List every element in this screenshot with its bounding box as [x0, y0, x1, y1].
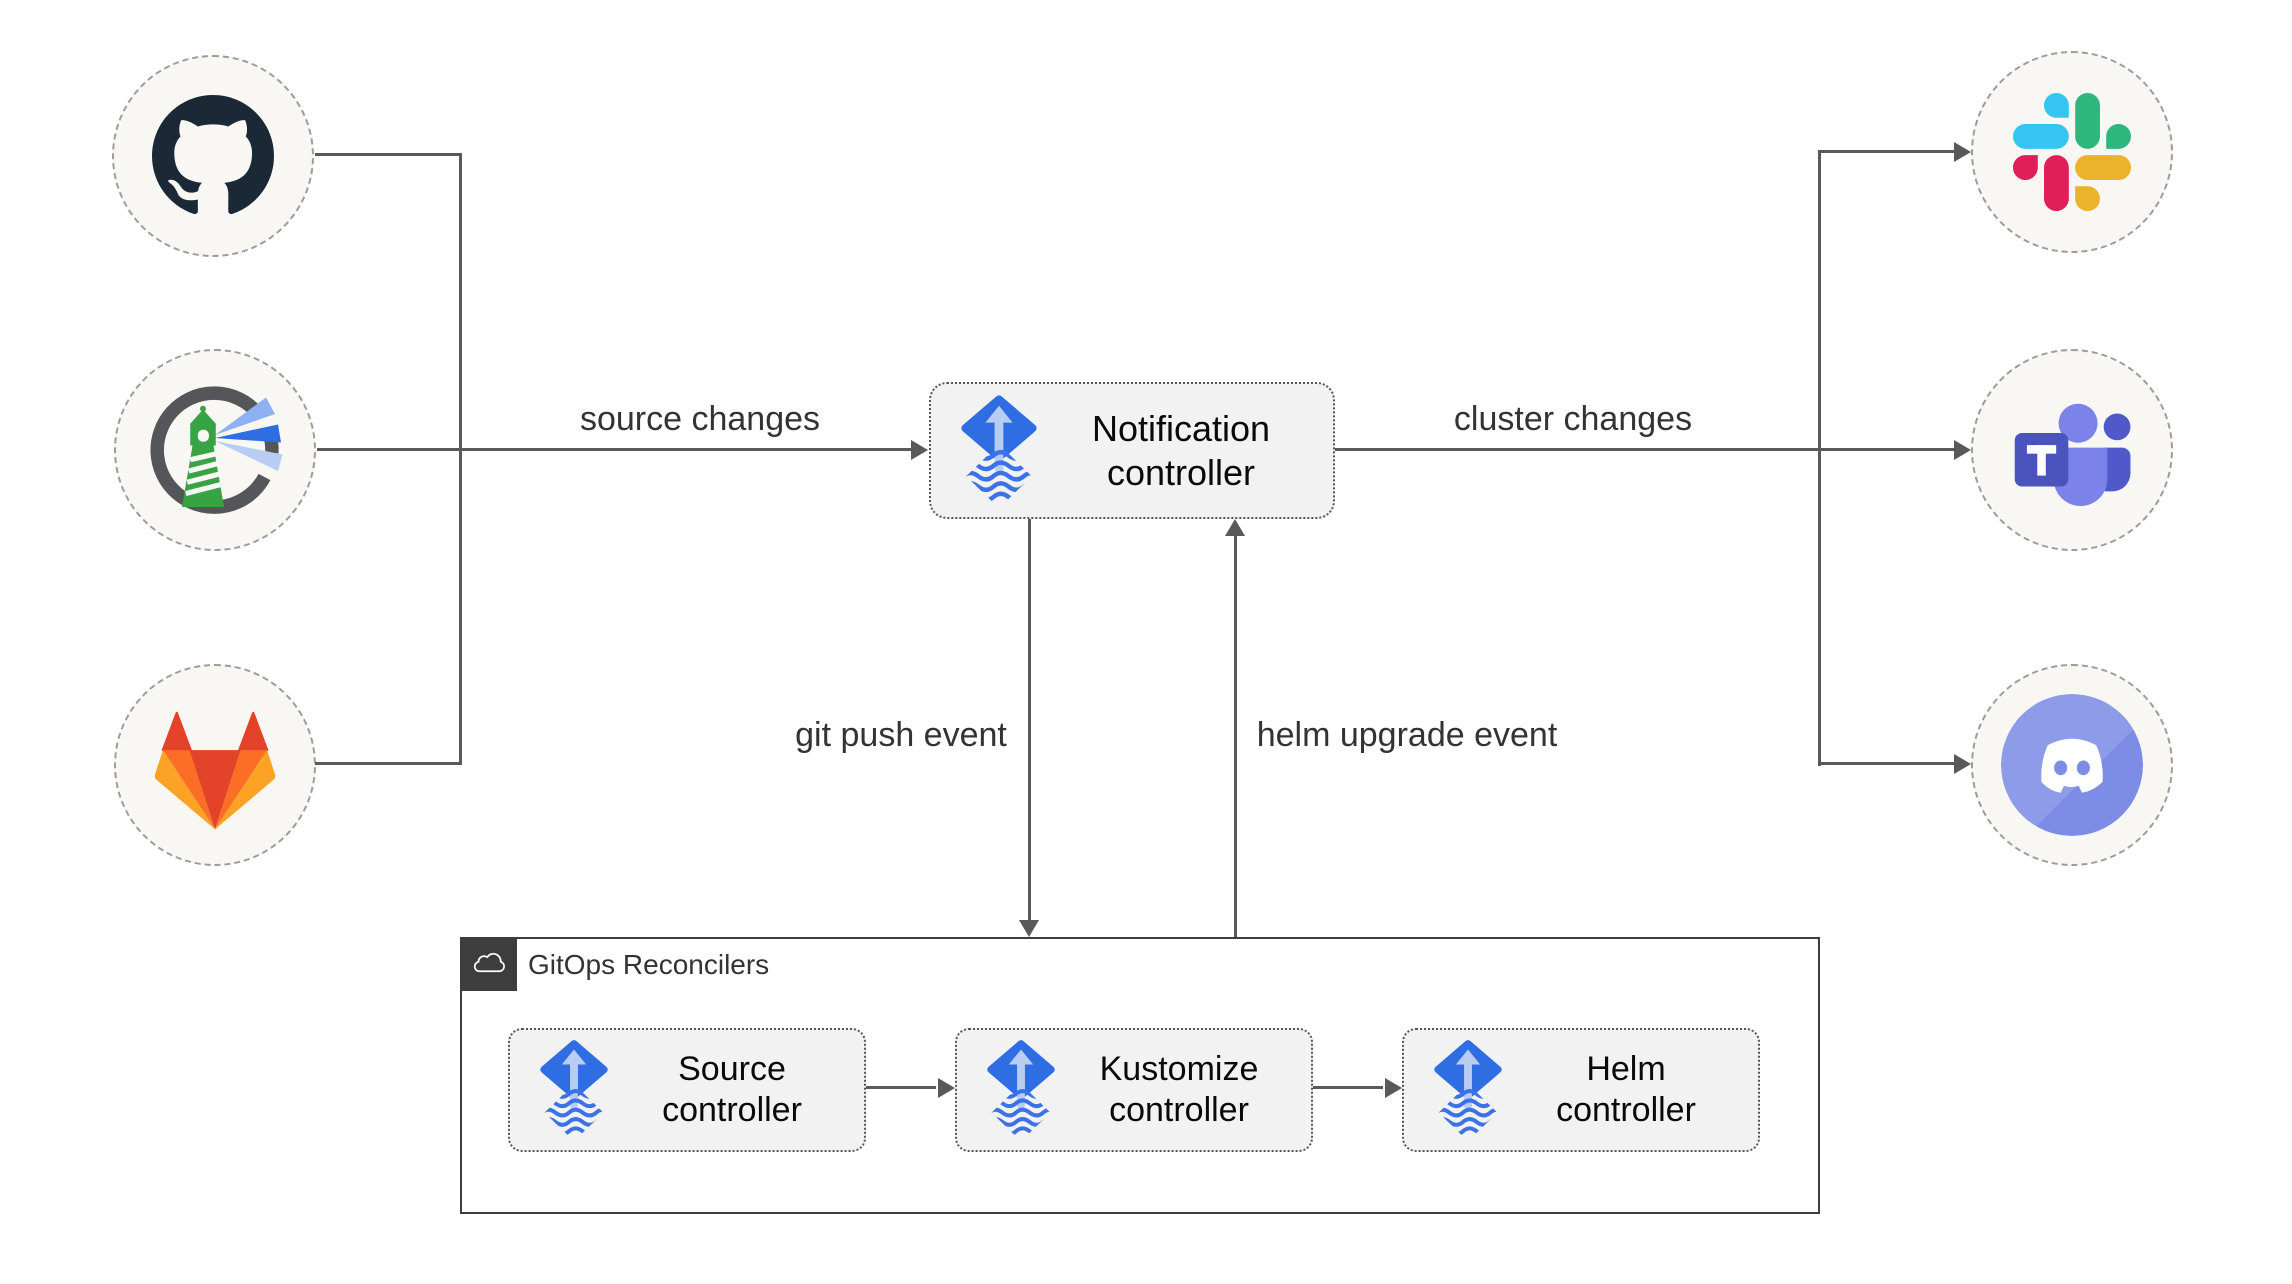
discord-node [1971, 664, 2173, 866]
edge-kustomize-to-helm [1313, 1086, 1383, 1089]
arrowhead-into-helm [1385, 1078, 1402, 1098]
slack-icon [2013, 93, 2131, 211]
source-controller-node: Source controller [508, 1028, 866, 1152]
microsoft-teams-node [1971, 349, 2173, 551]
gitlab-node [114, 664, 316, 866]
github-node [112, 55, 314, 257]
harbor-node [114, 349, 316, 551]
arrowhead-into-discord [1954, 754, 1971, 774]
helm-controller-label: Helm controller [1556, 1049, 1696, 1129]
gitlab-icon [145, 698, 285, 832]
arrowhead-into-slack [1954, 142, 1971, 162]
edge-cluster-changes [1335, 448, 1820, 451]
edge-gitlab-to-trunk [315, 762, 461, 765]
edge-to-slack [1820, 150, 1954, 153]
flux-icon [985, 1038, 1057, 1142]
gitops-reconcilers-container: GitOps Reconcilers [460, 937, 1820, 1214]
edge-source-to-kustomize [866, 1086, 936, 1089]
notification-controller-label: Notification controller [1091, 407, 1271, 493]
arrowhead-into-kustomize [938, 1078, 955, 1098]
flux-icon [959, 393, 1039, 509]
kustomize-controller-label: Kustomize controller [1099, 1049, 1259, 1129]
git-push-event-label: git push event [795, 716, 1007, 754]
edge-source-changes [317, 448, 913, 451]
arrowhead-into-gitops-box [1019, 920, 1039, 937]
microsoft-teams-icon [2005, 389, 2139, 511]
github-icon [152, 95, 274, 217]
kustomize-controller-node: Kustomize controller [955, 1028, 1313, 1152]
helm-controller-node: Helm controller [1402, 1028, 1760, 1152]
cloud-icon [469, 950, 509, 978]
flux-icon [538, 1038, 610, 1142]
container-title: GitOps Reconcilers [528, 949, 770, 980]
source-controller-label: Source controller [662, 1049, 802, 1129]
discord-icon [2001, 694, 2143, 836]
edge-github-to-trunk [315, 153, 461, 156]
cluster-changes-label: cluster changes [1453, 400, 1693, 438]
arrowhead-into-notification [911, 440, 928, 460]
edge-to-teams [1820, 448, 1954, 451]
edge-to-discord [1820, 762, 1954, 765]
arrowhead-into-notification-bottom [1225, 519, 1245, 536]
harbor-icon [140, 375, 290, 525]
flux-icon [1432, 1038, 1504, 1142]
helm-upgrade-event-label: helm upgrade event [1256, 716, 1558, 754]
container-header-badge [460, 937, 517, 991]
edge-left-trunk [459, 153, 462, 765]
edge-helm-upgrade-event [1234, 536, 1237, 937]
edge-git-push-event [1028, 519, 1031, 921]
arrowhead-into-teams [1954, 440, 1971, 460]
edge-right-trunk [1818, 150, 1821, 766]
source-changes-label: source changes [579, 400, 821, 438]
slack-node [1971, 51, 2173, 253]
notification-controller-node: Notification controller [929, 382, 1335, 519]
